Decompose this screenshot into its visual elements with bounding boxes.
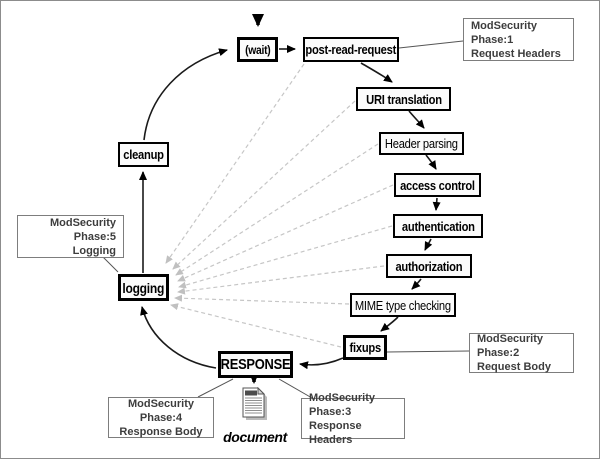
callout-phase4: ModSecurity Phase:4 Response Body xyxy=(108,397,214,438)
node-uri-translation-label: URI translation xyxy=(365,91,442,107)
node-wait: (wait) xyxy=(237,37,278,62)
node-uri-translation: URI translation xyxy=(356,87,451,111)
callout-phase1-subtitle: Request Headers xyxy=(471,47,561,60)
flow-arrows xyxy=(139,45,441,370)
dashed-logging-hooks xyxy=(165,63,394,348)
callout-phase2-title: ModSecurity Phase:2 xyxy=(477,333,544,359)
node-response: RESPONSE xyxy=(218,351,293,378)
node-authorization: authorization xyxy=(386,254,472,278)
bold-arrows xyxy=(248,14,264,384)
callout-phase5-subtitle: Logging xyxy=(72,244,116,257)
callout-phase1: ModSecurity Phase:1 Request Headers xyxy=(463,18,574,61)
node-logging-label: logging xyxy=(122,279,165,296)
node-cleanup: cleanup xyxy=(118,142,169,167)
callout-phase2: ModSecurity Phase:2 Request Body xyxy=(469,333,574,373)
callout-connectors xyxy=(101,40,470,399)
callout-phase5-title: ModSecurity Phase:5 xyxy=(49,216,116,243)
node-post-read-request-label: post-read-request xyxy=(305,42,397,57)
node-mime-type-checking: MIME type checking xyxy=(350,293,456,317)
callout-phase3: ModSecurity Phase:3 Response Headers xyxy=(301,392,405,446)
node-fixups-label: fixups xyxy=(349,340,381,355)
document-icon xyxy=(242,386,267,420)
callout-phase5: ModSecurity Phase:5 Logging xyxy=(17,215,124,258)
node-authentication-label: authentication xyxy=(401,218,475,234)
node-authorization-label: authorization xyxy=(395,258,463,274)
node-header-parsing-label: Header parsing xyxy=(385,136,458,151)
node-logging: logging xyxy=(118,274,169,301)
document-label: document xyxy=(223,429,287,445)
node-response-label: RESPONSE xyxy=(220,356,291,373)
node-access-control: access control xyxy=(394,173,481,197)
callout-phase4-title: ModSecurity Phase:4 xyxy=(127,397,194,424)
node-access-control-label: access control xyxy=(400,177,475,193)
callout-phase3-subtitle: Response Headers xyxy=(309,419,362,446)
node-wait-label: (wait) xyxy=(244,42,271,57)
callout-phase1-title: ModSecurity Phase:1 xyxy=(471,19,538,46)
node-header-parsing: Header parsing xyxy=(379,132,464,155)
node-authentication: authentication xyxy=(393,214,483,238)
callout-phase3-title: ModSecurity Phase:3 xyxy=(309,391,376,418)
callout-phase4-subtitle: Response Body xyxy=(119,425,203,438)
node-fixups: fixups xyxy=(343,335,387,360)
node-mime-type-checking-label: MIME type checking xyxy=(354,297,452,313)
node-cleanup-label: cleanup xyxy=(123,147,164,162)
callout-phase2-subtitle: Request Body xyxy=(477,361,551,373)
node-post-read-request: post-read-request xyxy=(303,37,399,62)
document-output: document xyxy=(213,386,297,445)
